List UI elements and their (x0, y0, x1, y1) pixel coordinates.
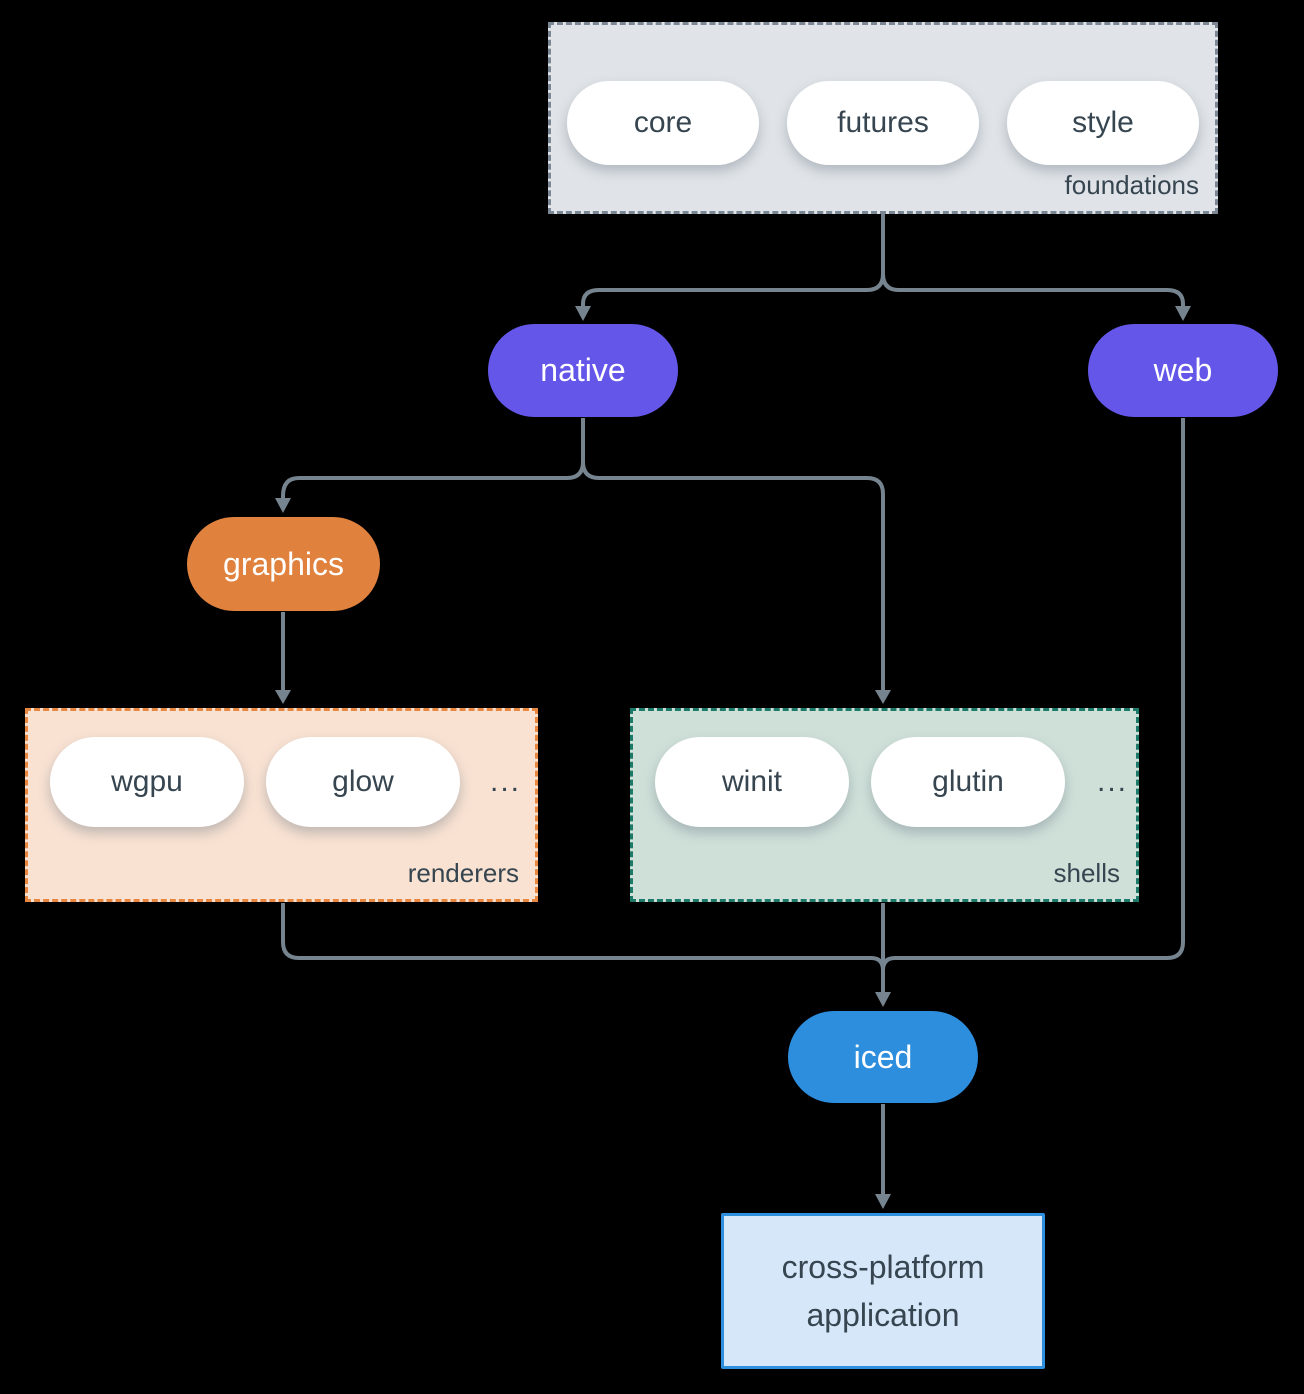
arrowhead-shells (875, 690, 891, 704)
foundations-group: core futures style foundations (548, 22, 1218, 214)
node-native: native (488, 324, 678, 417)
pill-style-label: style (1072, 106, 1134, 139)
pill-futures-label: futures (837, 106, 929, 139)
node-graphics-label: graphics (223, 545, 344, 582)
pill-glow-label: glow (332, 765, 394, 798)
pill-glow: glow (266, 737, 460, 827)
arrowhead-iced (875, 992, 891, 1007)
pill-wgpu: wgpu (50, 737, 244, 827)
edge-foundations-web (881, 273, 1185, 306)
node-web: web (1088, 324, 1278, 417)
arrowhead-web (1175, 306, 1191, 321)
pill-core: core (567, 81, 759, 165)
pill-wgpu-label: wgpu (111, 765, 183, 798)
node-app-label: cross-platform application (781, 1249, 985, 1333)
node-graphics: graphics (187, 517, 380, 611)
pill-glutin-label: glutin (932, 765, 1004, 798)
pill-futures: futures (787, 81, 979, 165)
pill-core-label: core (633, 106, 693, 139)
shells-ellipsis: ... (1097, 765, 1129, 798)
pill-winit: winit (655, 737, 849, 827)
node-cross-platform-application: cross-platform application (721, 1213, 1045, 1369)
node-iced-label: iced (853, 1038, 913, 1075)
shells-group-label: shells (1053, 858, 1120, 888)
renderers-ellipsis: ... (490, 765, 522, 798)
renderers-pills: wgpu glow ... (28, 737, 535, 827)
renderers-group-label: renderers (407, 858, 519, 888)
arrowhead-native (575, 306, 591, 321)
foundations-pills: core futures style (551, 81, 1215, 165)
shells-group: winit glutin ... shells (630, 708, 1139, 902)
arrowhead-graphics (275, 498, 291, 513)
edge-renderers-iced (281, 903, 885, 971)
node-iced: iced (788, 1011, 978, 1103)
foundations-group-label: foundations (1064, 170, 1199, 200)
edge-native-graphics (281, 418, 585, 498)
node-web-label: web (1153, 352, 1213, 388)
shells-pills: winit glutin ... (633, 737, 1136, 827)
edge-foundations-native (581, 214, 885, 306)
arrowhead-renderers (275, 690, 291, 704)
pill-winit-label: winit (721, 765, 782, 798)
arrowhead-app (875, 1194, 891, 1209)
renderers-group: wgpu glow ... renderers (25, 708, 538, 902)
edge-native-shells (581, 461, 885, 690)
pill-glutin: glutin (871, 737, 1065, 827)
pill-style: style (1007, 81, 1199, 165)
node-native-label: native (540, 352, 626, 388)
